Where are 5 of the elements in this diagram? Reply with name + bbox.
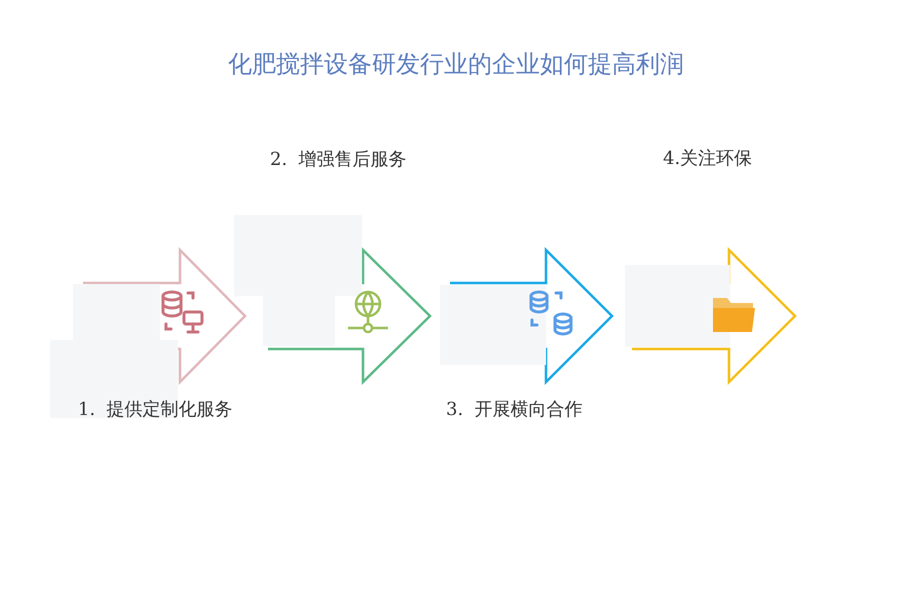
- diagram-title: 化肥搅拌设备研发行业的企业如何提高利润: [228, 49, 684, 80]
- step-label: 2. 增强售后服务: [270, 148, 407, 172]
- step-label: 4.关注环保: [663, 147, 752, 171]
- step-label: 3. 开展横向合作: [446, 398, 583, 422]
- step-label: 1. 提供定制化服务: [78, 398, 233, 422]
